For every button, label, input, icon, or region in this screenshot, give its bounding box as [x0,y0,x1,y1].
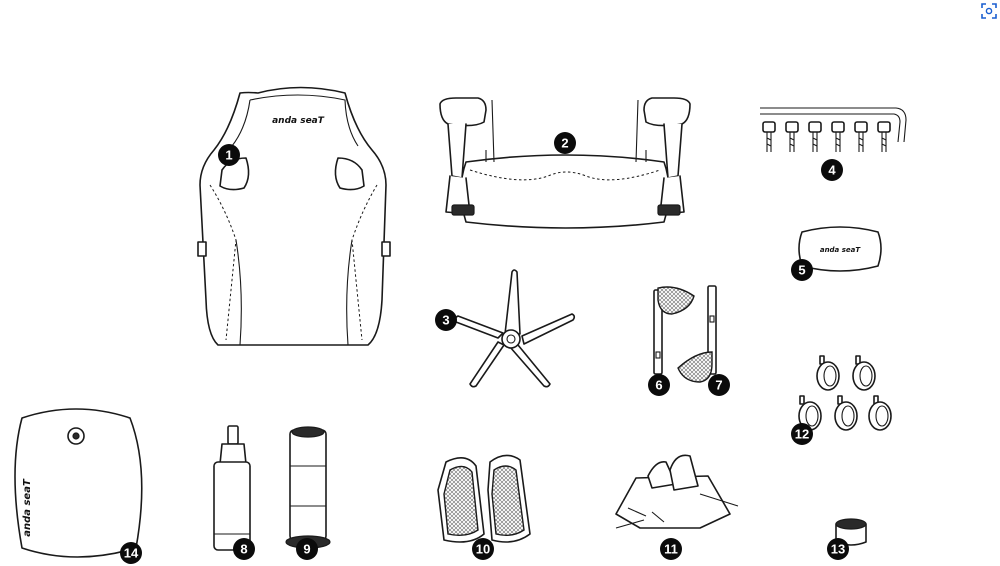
base-part [454,269,576,388]
part-number: 5 [798,263,805,278]
screws-part [760,107,907,152]
part-number: 8 [240,542,247,557]
part-number-badge: 2 [554,132,576,154]
scan-icon[interactable] [980,2,998,20]
part-number: 11 [664,542,678,557]
side-cushions-part [437,454,531,543]
bracket-right-part [677,285,717,383]
part-number-badge: 6 [648,374,670,396]
part-number: 4 [828,163,836,178]
part-number-badge: 4 [821,159,843,181]
part-number: 12 [795,427,809,442]
part-number: 3 [442,313,449,328]
backrest-logo-text: anda seaT [272,116,325,126]
part-number-badge: 11 [660,538,682,560]
part-number: 1 [225,148,232,163]
part-number: 9 [303,542,310,557]
headrest-pillow-part: anda seaT [798,226,882,272]
casters-part [798,355,892,431]
part-number-badge: 1 [218,144,240,166]
part-number: 14 [124,546,139,561]
backrest-part: anda seaT [197,86,391,346]
bracket-left-part [653,286,695,375]
part-number-badge: 3 [435,309,457,331]
part-number: 10 [476,542,490,557]
part-number-badge: 10 [472,538,494,560]
part-number-badge: 5 [791,259,813,281]
lumbar-logo-text: anda seaT [22,478,33,537]
part-number: 6 [655,378,662,393]
tilt-mechanism-part [615,454,739,529]
part-number: 7 [715,378,722,393]
part-number-badge: 8 [233,538,255,560]
lumbar-pillow-part: anda seaT [14,408,143,558]
cylinder-cover-part [285,426,331,549]
seat-part [439,97,691,229]
part-number-badge: 9 [296,538,318,560]
part-number-badge: 7 [708,374,730,396]
part-number-badge: 13 [827,538,849,560]
pillow-logo-text: anda seaT [820,246,862,254]
part-number: 13 [831,542,845,557]
part-number: 2 [561,136,568,151]
gas-lift-part [213,425,251,551]
part-number-badge: 14 [120,542,142,564]
part-number-badge: 12 [791,423,813,445]
